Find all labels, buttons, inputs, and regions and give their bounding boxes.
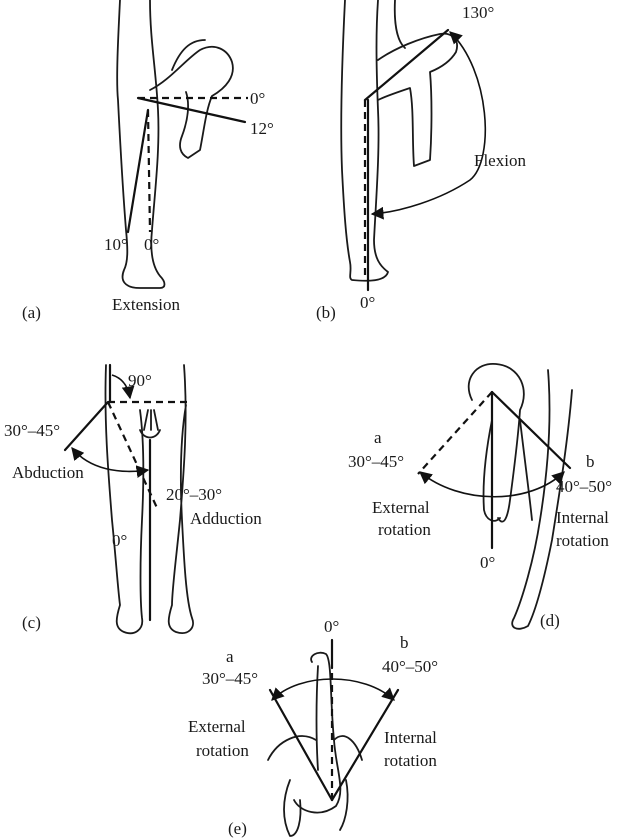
panel-e-angle-start: 0°	[324, 617, 339, 636]
panel-b-flexion-arc	[372, 32, 485, 214]
panel-d-internal-label-1: Internal	[556, 508, 609, 527]
panel-c-abduction-adduction: 90° 30°–45° Abduction 20°–30° Adduction …	[4, 365, 262, 633]
panel-d-letter: (d)	[540, 611, 560, 630]
panel-e-external-label-2: rotation	[196, 741, 249, 760]
panel-d-external-label-2: rotation	[378, 520, 431, 539]
panel-b-angle-max: 130°	[462, 3, 494, 22]
panel-a-extension: 0° 12° 10° 0° Extension (a)	[22, 0, 274, 322]
panel-e-marker-b: b	[400, 633, 409, 652]
panel-e-marker-a: a	[226, 647, 234, 666]
panel-b-body-figure	[341, 0, 457, 281]
panel-e-external-range: 30°–45°	[202, 669, 258, 688]
panel-b-letter: (b)	[316, 303, 336, 322]
panel-c-abduction-range: 30°–45°	[4, 421, 60, 440]
panel-c-abduction-line	[65, 402, 108, 450]
panel-a-extension-line-12	[138, 98, 245, 122]
panel-a-vertical-axis-0	[148, 110, 150, 232]
panel-b-movement-label: Flexion	[474, 151, 526, 170]
panel-e-external-label-1: External	[188, 717, 246, 736]
panel-e-rotation: 0° a 30°–45° b 40°–50° External rotation…	[188, 617, 438, 838]
panel-d-external-range: 30°–45°	[348, 452, 404, 471]
panel-d-internal-line	[492, 392, 570, 468]
panel-d-internal-label-2: rotation	[556, 531, 609, 550]
panel-d-external-label-1: External	[372, 498, 430, 517]
panel-a-angle-bottom-2: 0°	[144, 235, 159, 254]
panel-e-internal-label-2: rotation	[384, 751, 437, 770]
panel-c-angle-start: 0°	[112, 531, 127, 550]
panel-e-internal-label-1: Internal	[384, 728, 437, 747]
panel-e-letter: (e)	[228, 819, 247, 838]
panel-c-adduction-range: 20°–30°	[166, 485, 222, 504]
panel-a-angle-top-1: 0°	[250, 89, 265, 108]
panel-a-letter: (a)	[22, 303, 41, 322]
panel-b-angle-start: 0°	[360, 293, 375, 312]
panel-a-angle-bottom-1: 10°	[104, 235, 128, 254]
panel-d-internal-range: 40°–50°	[556, 477, 612, 496]
panel-b-flexion: 130° Flexion 0° (b)	[316, 0, 526, 322]
panel-a-body-figure	[117, 0, 233, 288]
panel-c-angle-right: 90°	[128, 371, 152, 390]
panel-d-angle-start: 0°	[480, 553, 495, 572]
panel-d-marker-a: a	[374, 428, 382, 447]
panel-d-external-dash	[418, 392, 492, 474]
panel-a-thigh-axis-10	[128, 110, 148, 232]
panel-c-letter: (c)	[22, 613, 41, 632]
panel-d-marker-b: b	[586, 452, 595, 471]
panel-c-adduction-label: Adduction	[190, 509, 262, 528]
panel-c-abduction-label: Abduction	[12, 463, 84, 482]
panel-a-angle-top-2: 12°	[250, 119, 274, 138]
panel-e-internal-range: 40°–50°	[382, 657, 438, 676]
panel-a-movement-label: Extension	[112, 295, 180, 314]
panel-d-rotation: a 30°–45° b 40°–50° External rotation In…	[348, 364, 612, 630]
